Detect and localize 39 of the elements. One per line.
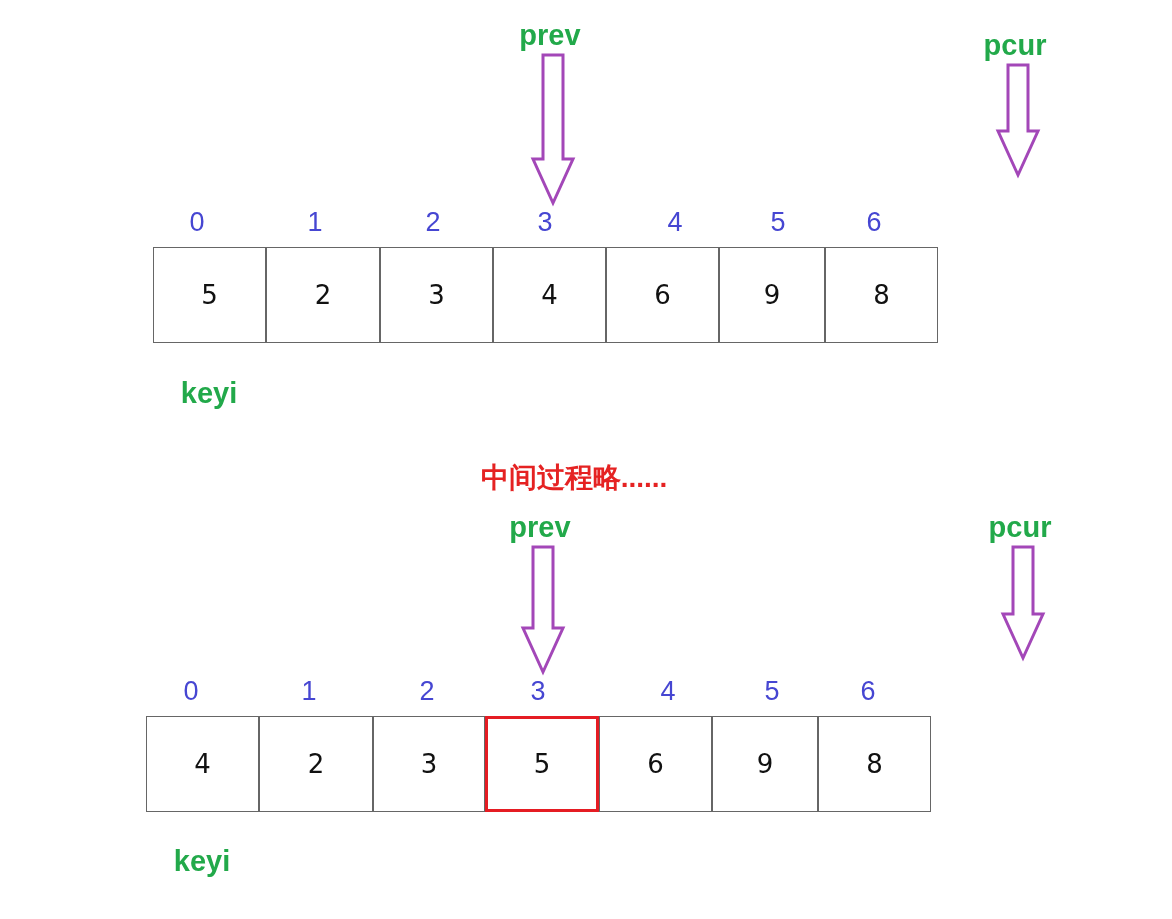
index-number: 5	[764, 675, 780, 707]
array-cell: 9	[719, 247, 825, 343]
array-cell: 3	[373, 716, 485, 812]
array-cell: 4	[146, 716, 259, 812]
array-cell: 5	[485, 716, 599, 812]
index-number: 2	[425, 206, 441, 238]
hollow-arrow	[530, 53, 576, 207]
pointer-label: pcur	[984, 509, 1056, 545]
key-label: keyi	[173, 843, 231, 879]
index-number: 6	[866, 206, 882, 238]
index-number: 3	[537, 206, 553, 238]
pointer-label: prev	[515, 17, 585, 53]
index-number: 2	[419, 675, 435, 707]
hollow-arrow	[995, 63, 1041, 179]
note-text: 中间过程略......	[480, 461, 668, 495]
index-number: 1	[307, 206, 323, 238]
array-cell: 9	[712, 716, 818, 812]
array-cell: 6	[606, 247, 719, 343]
hollow-arrow	[1000, 545, 1046, 662]
array-cell: 4	[493, 247, 606, 343]
index-number: 5	[770, 206, 786, 238]
index-number: 3	[530, 675, 546, 707]
index-number: 4	[660, 675, 676, 707]
array-cell: 8	[825, 247, 938, 343]
array-cell: 2	[259, 716, 373, 812]
index-number: 0	[189, 206, 205, 238]
pointer-label: prev	[505, 509, 575, 545]
index-number: 0	[183, 675, 199, 707]
hollow-arrow	[520, 545, 566, 676]
array-cell: 3	[380, 247, 493, 343]
index-number: 4	[667, 206, 683, 238]
array-cell: 6	[599, 716, 712, 812]
key-label: keyi	[180, 375, 238, 411]
array-cell: 8	[818, 716, 931, 812]
index-number: 6	[860, 675, 876, 707]
pointer-label: pcur	[979, 27, 1051, 63]
index-number: 1	[301, 675, 317, 707]
array-cell: 2	[266, 247, 380, 343]
array-cell: 5	[153, 247, 266, 343]
